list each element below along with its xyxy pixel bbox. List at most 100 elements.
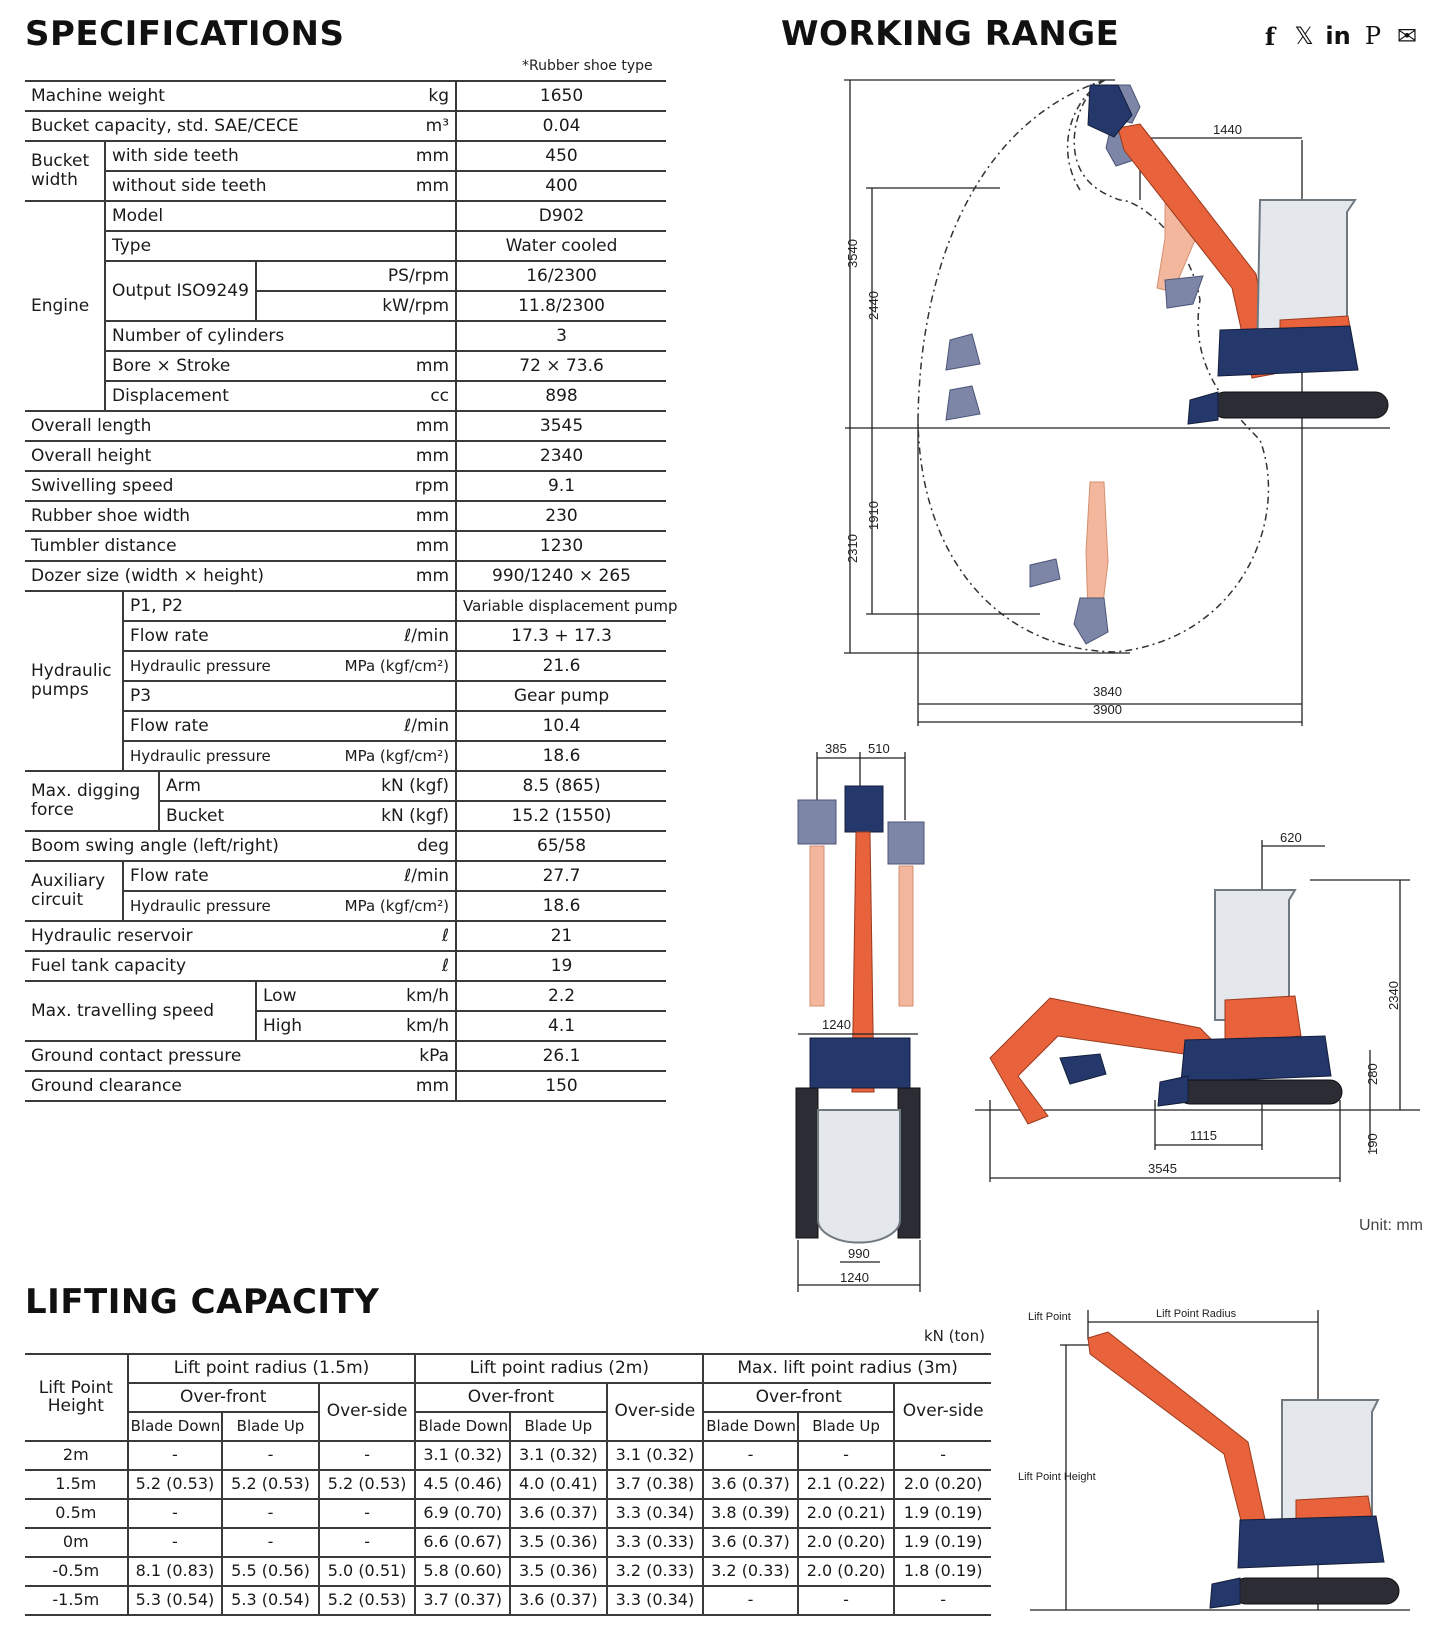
blade-down-header: Blade Down bbox=[702, 1411, 798, 1442]
capacity-cell: 5.0 (0.51) bbox=[317, 1556, 416, 1587]
spec-label: Model bbox=[105, 200, 457, 231]
over-front-header: Over-front bbox=[126, 1382, 319, 1413]
working-range-side-view: 1440 3540 2440 2310 1910 3840 3900 bbox=[844, 79, 1390, 726]
lift-point-height-label: Lift Point Height bbox=[1018, 1471, 1096, 1483]
capacity-cell: - bbox=[317, 1527, 416, 1558]
dimension-2340: 2340 bbox=[1386, 981, 1401, 1010]
dimension-3900: 3900 bbox=[1093, 702, 1122, 717]
spec-value: 16/2300 bbox=[455, 260, 667, 291]
spec-label: P1, P2 bbox=[123, 590, 457, 621]
dimension-1240-top: 1240 bbox=[822, 1017, 851, 1032]
capacity-cell: 3.7 (0.37) bbox=[414, 1585, 510, 1616]
capacity-cell: - bbox=[221, 1527, 319, 1558]
spec-value: 27.7 bbox=[455, 860, 667, 891]
spec-value: 21 bbox=[455, 920, 667, 951]
spec-group-label: Hydraulic pumps bbox=[25, 590, 124, 771]
spec-value: 10.4 bbox=[455, 710, 667, 741]
capacity-cell: 8.1 (0.83) bbox=[126, 1556, 223, 1587]
spec-sub-label: Output ISO9249 bbox=[105, 260, 257, 321]
spec-value: D902 bbox=[455, 200, 667, 231]
capacity-cell: 3.5 (0.36) bbox=[508, 1527, 607, 1558]
blade-down-header: Blade Down bbox=[414, 1411, 510, 1442]
spec-label: Number of cylinders bbox=[105, 320, 457, 351]
spec-value: Gear pump bbox=[455, 680, 667, 711]
capacity-cell: - bbox=[796, 1440, 895, 1471]
spec-value: 72 × 73.6 bbox=[455, 350, 667, 381]
capacity-cell: 3.1 (0.32) bbox=[414, 1440, 510, 1471]
capacity-cell: 2.0 (0.20) bbox=[796, 1556, 895, 1587]
lift-height-cell: 0.5m bbox=[25, 1498, 128, 1529]
capacity-cell: 1.9 (0.19) bbox=[893, 1527, 991, 1558]
table-row: 0m---6.6 (0.67)3.5 (0.36)3.3 (0.33)3.6 (… bbox=[25, 1527, 991, 1558]
capacity-cell: - bbox=[221, 1498, 319, 1529]
spec-value: 1230 bbox=[455, 530, 667, 561]
capacity-cell: 5.2 (0.53) bbox=[317, 1585, 416, 1616]
spec-unit: kW/rpm bbox=[256, 290, 457, 321]
lift-point-diagram: Lift Point Lift Point Radius Lift Point … bbox=[1018, 1308, 1410, 1611]
dimension-990: 990 bbox=[848, 1246, 870, 1261]
capacity-cell: 3.1 (0.32) bbox=[605, 1440, 704, 1471]
capacity-cell: - bbox=[126, 1498, 223, 1529]
spec-group-label: Engine bbox=[25, 200, 106, 411]
capacity-cell: 3.3 (0.33) bbox=[605, 1527, 704, 1558]
spec-group-label: Max. travelling speed bbox=[25, 980, 257, 1041]
lift-point-label: Lift Point bbox=[1028, 1311, 1071, 1323]
group-header: Lift point radius (1.5m) bbox=[126, 1353, 416, 1384]
x-twitter-icon[interactable]: 𝕏 bbox=[1294, 22, 1314, 50]
facebook-icon[interactable]: f bbox=[1264, 21, 1276, 51]
capacity-cell: 3.6 (0.37) bbox=[702, 1469, 798, 1500]
group-header: Max. lift point radius (3m) bbox=[702, 1353, 991, 1384]
spec-value: 18.6 bbox=[455, 890, 667, 921]
spec-value: Variable displacement pump bbox=[455, 590, 678, 621]
email-share-icon[interactable]: ✉ bbox=[1396, 22, 1418, 50]
spec-value: 9.1 bbox=[455, 470, 667, 501]
linkedin-icon[interactable]: in bbox=[1325, 22, 1351, 50]
capacity-cell: 3.6 (0.37) bbox=[508, 1585, 607, 1616]
blade-down-header: Blade Down bbox=[126, 1411, 223, 1442]
capacity-cell: 3.2 (0.33) bbox=[702, 1556, 798, 1587]
capacity-cell: 5.3 (0.54) bbox=[221, 1585, 319, 1616]
spec-label: Boom swing angle (left/right)deg bbox=[25, 830, 457, 861]
lifting-capacity-title: LIFTING CAPACITY bbox=[25, 1282, 380, 1322]
spec-value: 898 bbox=[455, 380, 667, 411]
lifting-capacity-table: Lift Point Height Lift point radius (1.5… bbox=[25, 1353, 991, 1616]
table-header-row: Lift Point Height Lift point radius (1.5… bbox=[25, 1353, 991, 1442]
pinterest-icon[interactable]: P bbox=[1364, 22, 1382, 50]
capacity-cell: 3.1 (0.32) bbox=[508, 1440, 607, 1471]
spec-value: 0.04 bbox=[455, 110, 667, 141]
capacity-cell: 5.8 (0.60) bbox=[414, 1556, 510, 1587]
spec-value: 8.5 (865) bbox=[455, 770, 667, 801]
table-header-row: Blade Down Blade Up Blade Down Blade Up … bbox=[25, 1411, 991, 1442]
table-row: 0.5m---6.9 (0.70)3.6 (0.37)3.3 (0.34)3.8… bbox=[25, 1498, 991, 1529]
spec-group-label: Max. digging force bbox=[25, 770, 160, 831]
spec-value: 65/58 bbox=[455, 830, 667, 861]
